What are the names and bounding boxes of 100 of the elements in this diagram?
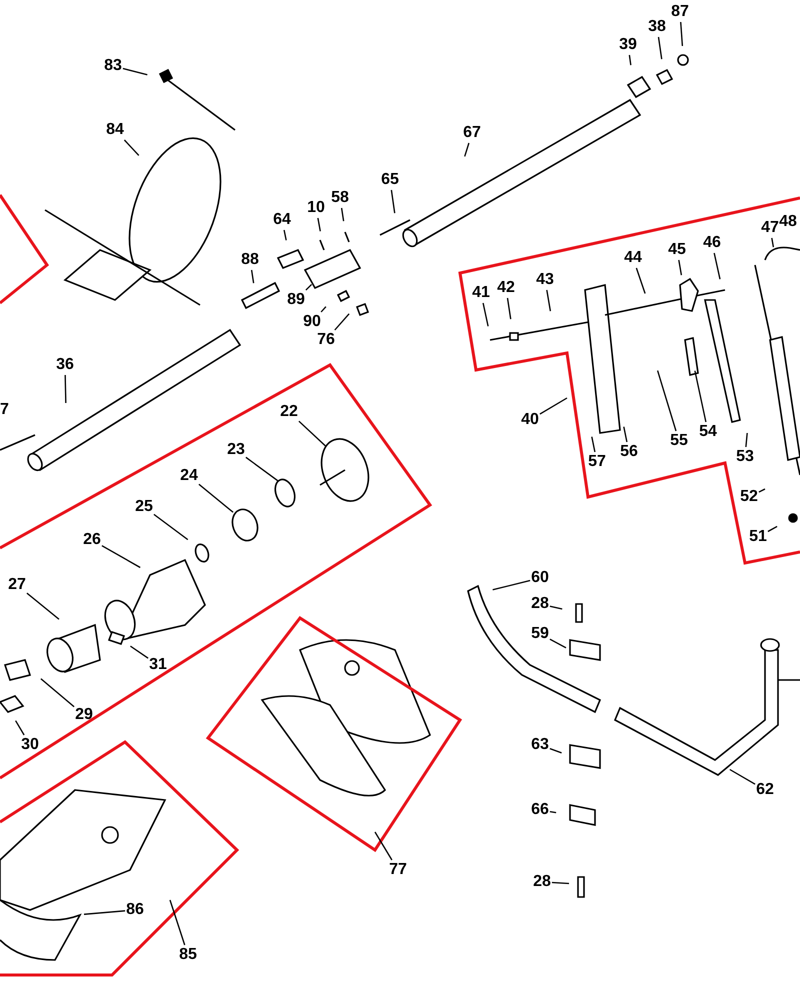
callout-number: 30 [21, 736, 39, 754]
callout-number: 43 [536, 271, 554, 289]
leader-line [334, 313, 350, 330]
callout-number: 7 [0, 401, 9, 419]
leader-line [482, 302, 489, 326]
leader-line [84, 910, 126, 915]
callout-number: 28 [531, 595, 549, 613]
callout-number: 65 [381, 171, 399, 189]
callout-number: 51 [749, 528, 767, 546]
leader-line [658, 36, 662, 60]
callout-number: 24 [180, 467, 198, 485]
callout-number: 55 [670, 432, 688, 450]
leader-line [714, 252, 721, 280]
leader-line [130, 646, 148, 659]
leader-line [546, 290, 552, 312]
callout-number: 53 [736, 448, 754, 466]
leader-line [340, 208, 344, 222]
leader-line [102, 545, 141, 568]
leader-line [550, 638, 566, 648]
callout-number: 28 [533, 873, 551, 891]
callout-number: 44 [624, 249, 642, 267]
leader-line [305, 284, 312, 291]
callout-number: 26 [83, 531, 101, 549]
leader-line [298, 420, 326, 446]
leader-line [317, 218, 321, 232]
callout-number: 63 [531, 736, 549, 754]
callout-number: 86 [126, 901, 144, 919]
leader-line [768, 526, 778, 532]
group-outline [208, 618, 460, 850]
callout-number: 39 [619, 36, 637, 54]
leader-line [745, 432, 748, 448]
leader-line [154, 514, 188, 540]
leader-line [678, 260, 682, 276]
callout-number: 23 [227, 441, 245, 459]
callout-number: 48 [779, 213, 797, 231]
leader-line [124, 140, 140, 156]
callout-number: 62 [756, 781, 774, 799]
leader-line [283, 230, 287, 240]
leader-line [15, 720, 25, 736]
callout-number: 27 [8, 576, 26, 594]
leader-line [320, 306, 326, 312]
callout-number: 84 [106, 121, 124, 139]
callout-number: 67 [463, 124, 481, 142]
leader-line [390, 190, 396, 214]
callout-number: 64 [273, 211, 291, 229]
callout-number: 90 [303, 313, 321, 331]
leader-line [198, 484, 234, 513]
group-outline [0, 195, 47, 303]
callout-number: 88 [241, 251, 259, 269]
leader-line [374, 832, 392, 860]
callout-number: 66 [531, 801, 549, 819]
leader-line [540, 397, 568, 415]
leader-line [591, 436, 596, 452]
leader-line [464, 142, 470, 157]
callout-number: 36 [56, 356, 74, 374]
callout-number: 47 [761, 219, 779, 237]
leader-line [40, 678, 75, 708]
leader-line [680, 22, 684, 46]
leader-line [64, 374, 66, 404]
leader-line [656, 370, 677, 432]
callout-number: 59 [531, 625, 549, 643]
callout-number: 57 [588, 453, 606, 471]
leader-line [771, 238, 774, 248]
callout-number: 38 [648, 18, 666, 36]
leader-line [552, 882, 570, 884]
callout-number: 58 [331, 189, 349, 207]
callout-number: 77 [389, 861, 407, 879]
callout-number: 85 [179, 946, 197, 964]
callout-number: 83 [104, 57, 122, 75]
leader-line [694, 370, 707, 422]
leader-line [628, 54, 632, 66]
leader-line [729, 768, 756, 785]
leader-line [550, 810, 556, 814]
leader-line [122, 68, 148, 76]
callout-number: 10 [307, 199, 325, 217]
group-outline [460, 198, 800, 563]
callout-number: 60 [531, 569, 549, 587]
callout-number: 45 [668, 241, 686, 259]
leader-line [636, 268, 646, 294]
leader-line [550, 748, 562, 754]
leader-line [26, 592, 60, 620]
callout-number: 46 [703, 234, 721, 252]
leader-line [623, 426, 628, 442]
callout-number: 29 [75, 706, 93, 724]
callout-number: 76 [317, 331, 335, 349]
callout-number: 41 [472, 284, 490, 302]
leader-line [758, 488, 766, 493]
callout-number: 54 [699, 423, 717, 441]
leader-line [506, 298, 512, 320]
leader-line [246, 456, 278, 482]
leader-line [492, 580, 530, 590]
callout-number: 89 [287, 291, 305, 309]
callout-number: 25 [135, 498, 153, 516]
callout-number: 52 [740, 488, 758, 506]
leader-line [169, 900, 186, 946]
callout-number: 56 [620, 443, 638, 461]
callout-number: 40 [521, 411, 539, 429]
callout-number: 22 [280, 403, 298, 421]
callout-number: 31 [149, 656, 167, 674]
leader-line [550, 606, 562, 610]
